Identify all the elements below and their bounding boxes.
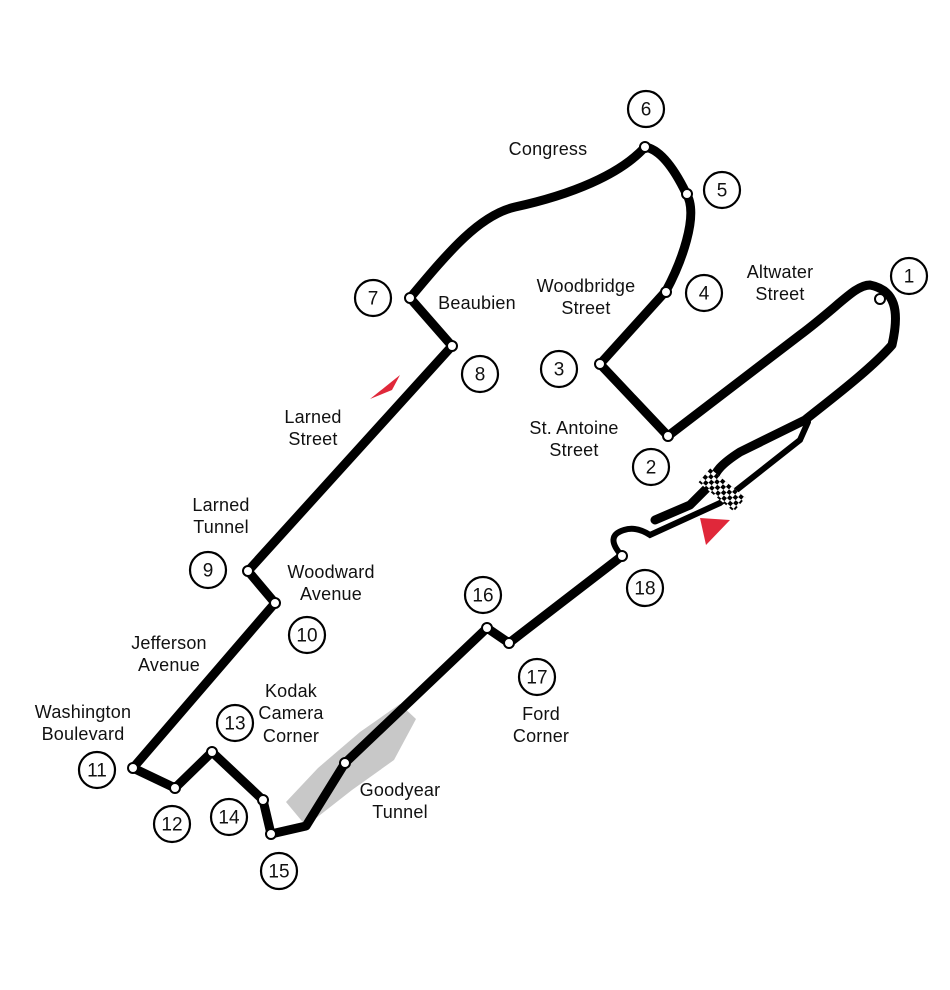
turn-marker-11 xyxy=(77,750,117,790)
turn-number-15: 15 xyxy=(268,862,289,883)
turn-marker-3 xyxy=(539,349,579,389)
label-jefferson-line1: Jefferson xyxy=(131,633,207,653)
turn-number-1: 1 xyxy=(904,267,915,288)
turn-marker-14 xyxy=(209,797,249,837)
label-goodyear-line1: Goodyear xyxy=(360,780,441,800)
label-woodbridge-line2: Street xyxy=(561,298,610,318)
turn-number-11: 11 xyxy=(87,761,107,782)
turn-number-6: 6 xyxy=(641,100,652,121)
turn-number-12: 12 xyxy=(161,815,182,836)
turn-marker-17 xyxy=(517,657,557,697)
turn-marker-18 xyxy=(625,568,665,608)
turn-number-7: 7 xyxy=(368,289,379,310)
turn-number-18: 18 xyxy=(634,579,655,600)
turn-number-16: 16 xyxy=(472,586,493,607)
turn-marker-6 xyxy=(626,89,666,129)
turn-number-13: 13 xyxy=(224,714,245,735)
turn-number-9: 9 xyxy=(203,561,214,582)
label-woodbridge-line1: Woodbridge xyxy=(537,276,636,296)
label-ford-line1: Ford xyxy=(522,704,560,724)
turn-number-5: 5 xyxy=(717,181,728,202)
turn-markers xyxy=(77,89,929,891)
turn-marker-2 xyxy=(631,447,671,487)
label-st-antoine-line1: St. Antoine xyxy=(529,418,618,438)
goodyear-tunnel-shape xyxy=(286,704,416,826)
track-main xyxy=(128,142,900,839)
label-larned-tunnel-line1: Larned xyxy=(192,495,249,515)
turn-number-2: 2 xyxy=(646,458,657,479)
label-jefferson-line2: Avenue xyxy=(138,655,200,675)
turn-marker-15 xyxy=(259,851,299,891)
turn-number-10: 10 xyxy=(296,626,317,647)
label-beaubien: Beaubien xyxy=(438,293,516,313)
turn-number-4: 4 xyxy=(699,284,710,305)
direction-arrow-icon xyxy=(700,518,730,545)
label-kodak-line1: Kodak xyxy=(265,681,318,701)
turn-points xyxy=(127,141,886,840)
turn-marker-16 xyxy=(463,575,503,615)
checkered-flag-icon xyxy=(698,468,746,512)
turn-number-17: 17 xyxy=(526,668,547,689)
turn-number-14: 14 xyxy=(218,808,240,829)
label-larned-street-line1: Larned xyxy=(284,407,341,427)
label-st-antoine-line2: Street xyxy=(549,440,598,460)
turn-number-3: 3 xyxy=(554,360,565,381)
label-altwater-line1: Altwater xyxy=(747,262,814,282)
turn-marker-4 xyxy=(684,273,724,313)
label-ford-line2: Corner xyxy=(513,726,569,746)
turn-marker-9 xyxy=(188,550,228,590)
turn-marker-1 xyxy=(889,256,929,296)
turn-number-8: 8 xyxy=(475,365,486,386)
turn-marker-10 xyxy=(287,615,327,655)
label-washington-line1: Washington xyxy=(35,702,131,722)
label-kodak-line3: Corner xyxy=(263,726,319,746)
direction-arrow-icon xyxy=(370,375,400,399)
turn-marker-7 xyxy=(353,278,393,318)
turn-marker-8 xyxy=(460,354,500,394)
label-washington-line2: Boulevard xyxy=(42,724,125,744)
label-larned-tunnel-line2: Tunnel xyxy=(193,517,249,537)
label-altwater-line2: Street xyxy=(755,284,804,304)
label-woodward-line2: Avenue xyxy=(300,584,362,604)
turn-marker-12 xyxy=(152,804,192,844)
label-woodward-line1: Woodward xyxy=(287,562,374,582)
label-congress: Congress xyxy=(509,139,588,159)
turn-marker-5 xyxy=(702,170,742,210)
label-larned-street-line2: Street xyxy=(288,429,337,449)
turn-marker-13 xyxy=(215,703,255,743)
label-goodyear-line2: Tunnel xyxy=(372,802,428,822)
label-kodak-line2: Camera xyxy=(258,703,324,723)
pit-lane xyxy=(610,419,811,559)
